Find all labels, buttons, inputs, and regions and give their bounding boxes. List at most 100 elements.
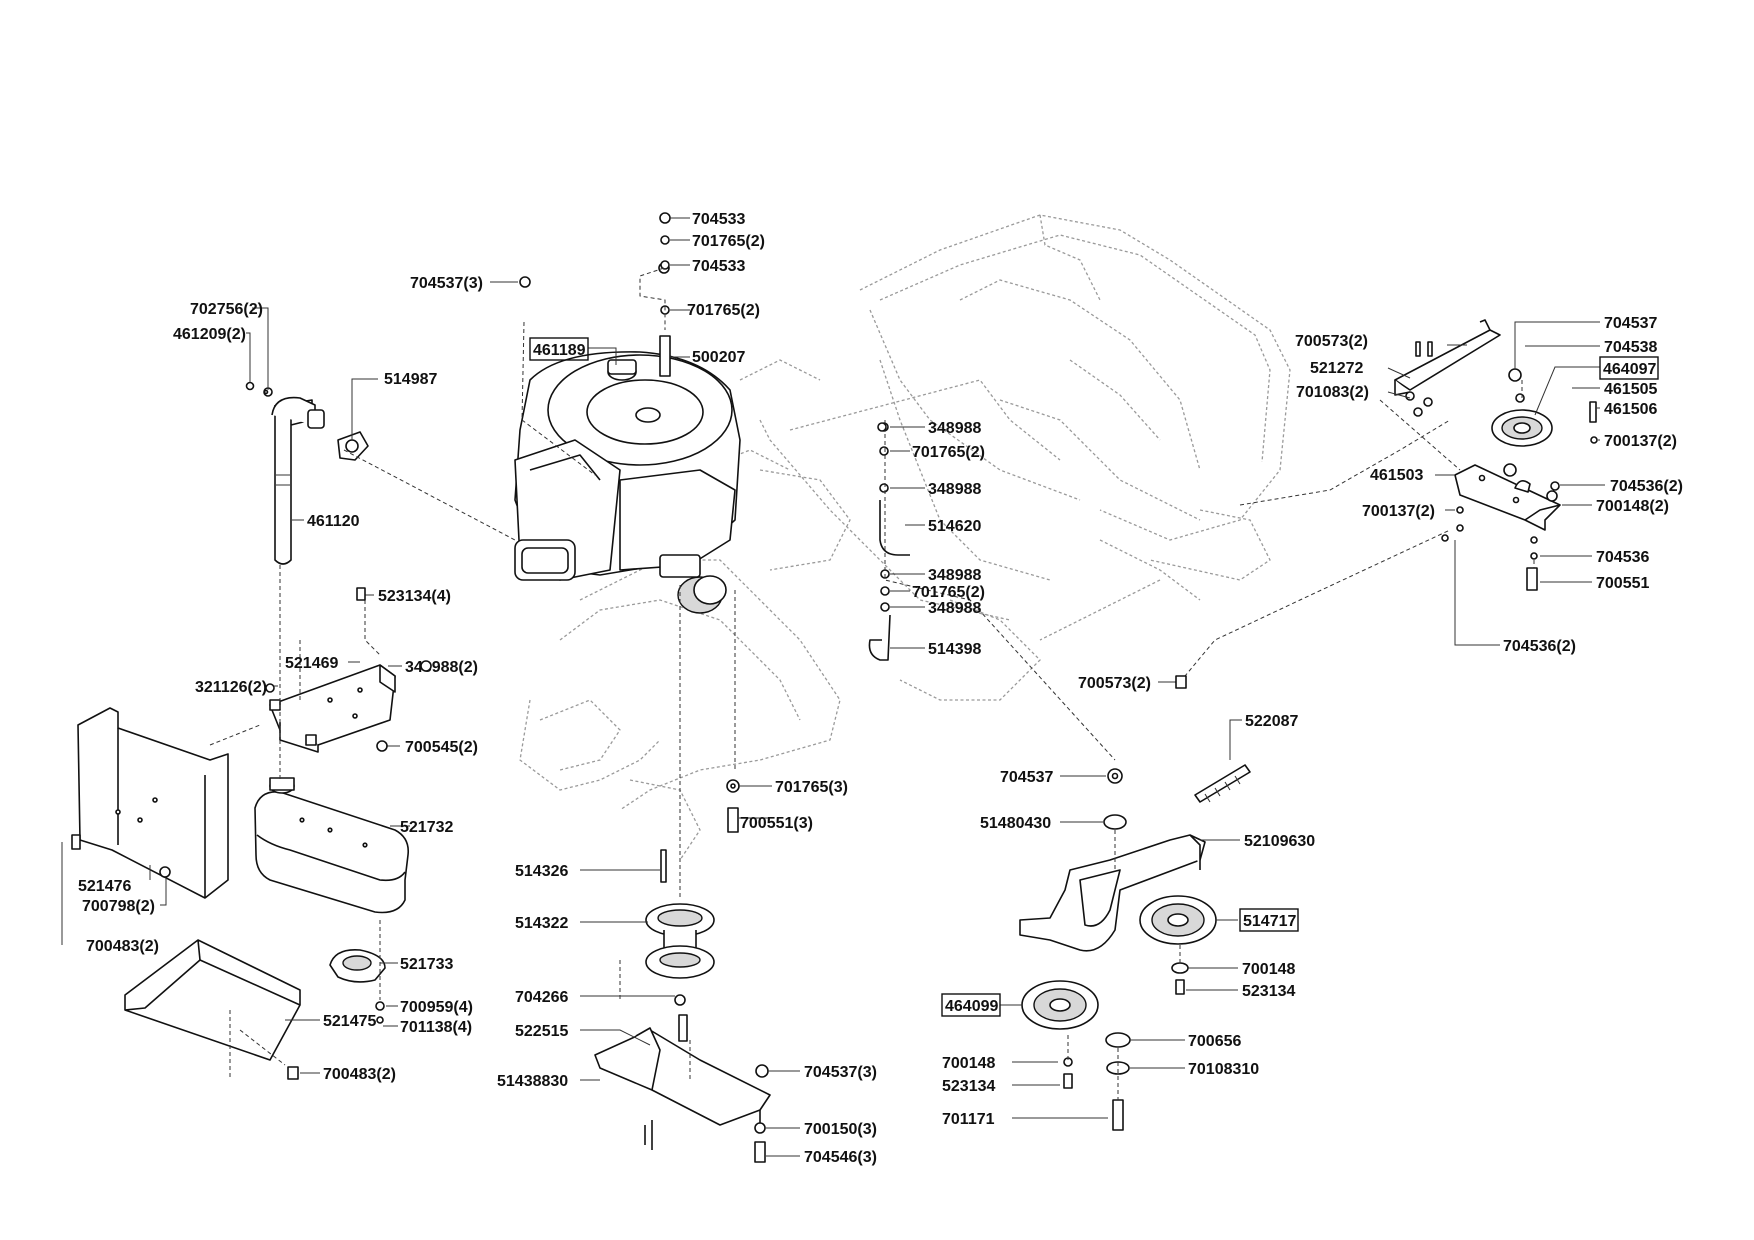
label-701765-2-c: 701765(2) [912, 444, 985, 461]
label-514987: 514987 [384, 371, 437, 388]
engine-461189 [514, 351, 741, 614]
label-700148-a: 700148 [1242, 961, 1295, 978]
label-704537-idler: 704537 [1000, 769, 1053, 786]
spring-522087 [1194, 764, 1251, 803]
exhaust-pipe-461120 [245, 381, 325, 565]
chassis-frame [519, 214, 1291, 861]
label-704538: 704538 [1604, 339, 1657, 356]
label-52109630: 52109630 [1244, 833, 1315, 850]
label-522087: 522087 [1245, 713, 1298, 730]
label-464097: 464097 [1603, 361, 1656, 378]
label-514398: 514398 [928, 641, 981, 658]
label-701765-3: 701765(3) [775, 779, 848, 796]
label-522515: 522515 [515, 1023, 568, 1040]
label-514717: 514717 [1243, 913, 1296, 930]
label-521272: 521272 [1310, 360, 1363, 377]
label-461506: 461506 [1604, 401, 1657, 418]
assembly-lines [209, 267, 1535, 1100]
label-700545-2: 700545(2) [405, 739, 478, 756]
label-701765-2-top: 701765(2) [692, 233, 765, 250]
label-521732: 521732 [400, 819, 453, 836]
label-523134-4: 523134(4) [378, 588, 451, 605]
label-514326: 514326 [515, 863, 568, 880]
part-labels: 704533 701765(2) 704533 704537(3) 701765… [78, 211, 1683, 1166]
label-700798-2: 700798(2) [82, 898, 155, 915]
pin-514326 [660, 849, 667, 883]
label-700148-2: 700148(2) [1596, 498, 1669, 515]
label-464099: 464099 [945, 998, 998, 1015]
spark-arrestor-521733 [329, 948, 386, 1024]
label-461120: 461120 [307, 513, 360, 530]
label-70108310: 70108310 [1188, 1061, 1259, 1078]
label-348988-a: 348988 [928, 420, 981, 437]
label-704537-right: 704537 [1604, 315, 1657, 332]
label-704537-3-top: 704537(3) [410, 275, 483, 292]
idler-arm-52109630 [1019, 834, 1206, 952]
label-700148-b: 700148 [942, 1055, 995, 1072]
pulley-464099 [1021, 980, 1099, 1030]
pulley-514322 [645, 903, 715, 1006]
label-461189: 461189 [533, 342, 586, 359]
label-700483-2-bottom: 700483(2) [323, 1066, 396, 1083]
label-700137-2-right: 700137(2) [1604, 433, 1677, 450]
rail-521272 [1394, 319, 1501, 396]
bracket-521469 [269, 664, 396, 753]
leader-lines [61, 217, 1605, 1157]
label-521476: 521476 [78, 878, 131, 895]
heat-plate-521475 [124, 939, 301, 1061]
label-700959-4: 700959(4) [400, 999, 473, 1016]
bracket-51438830 [594, 1014, 771, 1150]
label-514620: 514620 [928, 518, 981, 535]
label-461209-2: 461209(2) [173, 326, 246, 343]
center-fasteners [658, 212, 769, 1163]
label-321126-2: 321126(2) [195, 679, 267, 696]
label-704533-mid: 704533 [692, 258, 745, 275]
label-700137-2-left: 700137(2) [1362, 503, 1435, 520]
label-701765-2-mid: 701765(2) [687, 302, 760, 319]
label-700483-2-left: 700483(2) [86, 938, 159, 955]
label-704536-2-right: 704536(2) [1610, 478, 1683, 495]
pulley-464097 [1405, 341, 1598, 591]
label-521733: 521733 [400, 956, 453, 973]
label-704266: 704266 [515, 989, 568, 1006]
hardware-glyphs [71, 276, 1187, 1080]
label-704533-top: 704533 [692, 211, 745, 228]
label-700656: 700656 [1188, 1033, 1241, 1050]
gasket-514987 [337, 431, 369, 461]
label-514322: 514322 [515, 915, 568, 932]
label-700551: 700551 [1596, 575, 1649, 592]
label-51480430: 51480430 [980, 815, 1051, 832]
label-348988-d: 348988 [928, 600, 981, 617]
label-348988-2: 348988(2) [405, 659, 478, 676]
label-523134-a: 523134 [1242, 983, 1295, 1000]
label-701171: 701171 [942, 1111, 995, 1128]
label-523134-b: 523134 [942, 1078, 995, 1095]
label-500207: 500207 [692, 349, 745, 366]
label-701083-2: 701083(2) [1296, 384, 1369, 401]
label-700551-3: 700551(3) [740, 815, 813, 832]
clip-514398 [868, 569, 891, 661]
label-461503: 461503 [1370, 467, 1423, 484]
reference-boxes [529, 337, 1659, 1017]
label-348988-b: 348988 [928, 481, 981, 498]
label-521469: 521469 [285, 655, 338, 672]
label-700573-2-mid: 700573(2) [1078, 675, 1151, 692]
label-704536-2-bottom: 704536(2) [1503, 638, 1576, 655]
label-701138-4: 701138(4) [400, 1019, 472, 1036]
label-521475: 521475 [323, 1013, 376, 1030]
label-704546-3: 704546(3) [804, 1149, 877, 1166]
label-702756-2: 702756(2) [190, 301, 263, 318]
label-700573-2-top: 700573(2) [1295, 333, 1368, 350]
label-51438830: 51438830 [497, 1073, 568, 1090]
muffler-521732 [254, 777, 410, 914]
pulley-514717 [1139, 895, 1217, 945]
label-700150-3: 700150(3) [804, 1121, 877, 1138]
label-704537-3-bottom: 704537(3) [804, 1064, 877, 1081]
label-704536: 704536 [1596, 549, 1649, 566]
label-701765-2-d: 701765(2) [912, 584, 985, 601]
shield-521476 [77, 707, 229, 899]
deck-bracket-461503 [1454, 464, 1561, 531]
label-461505: 461505 [1604, 381, 1657, 398]
label-348988-c: 348988 [928, 567, 981, 584]
